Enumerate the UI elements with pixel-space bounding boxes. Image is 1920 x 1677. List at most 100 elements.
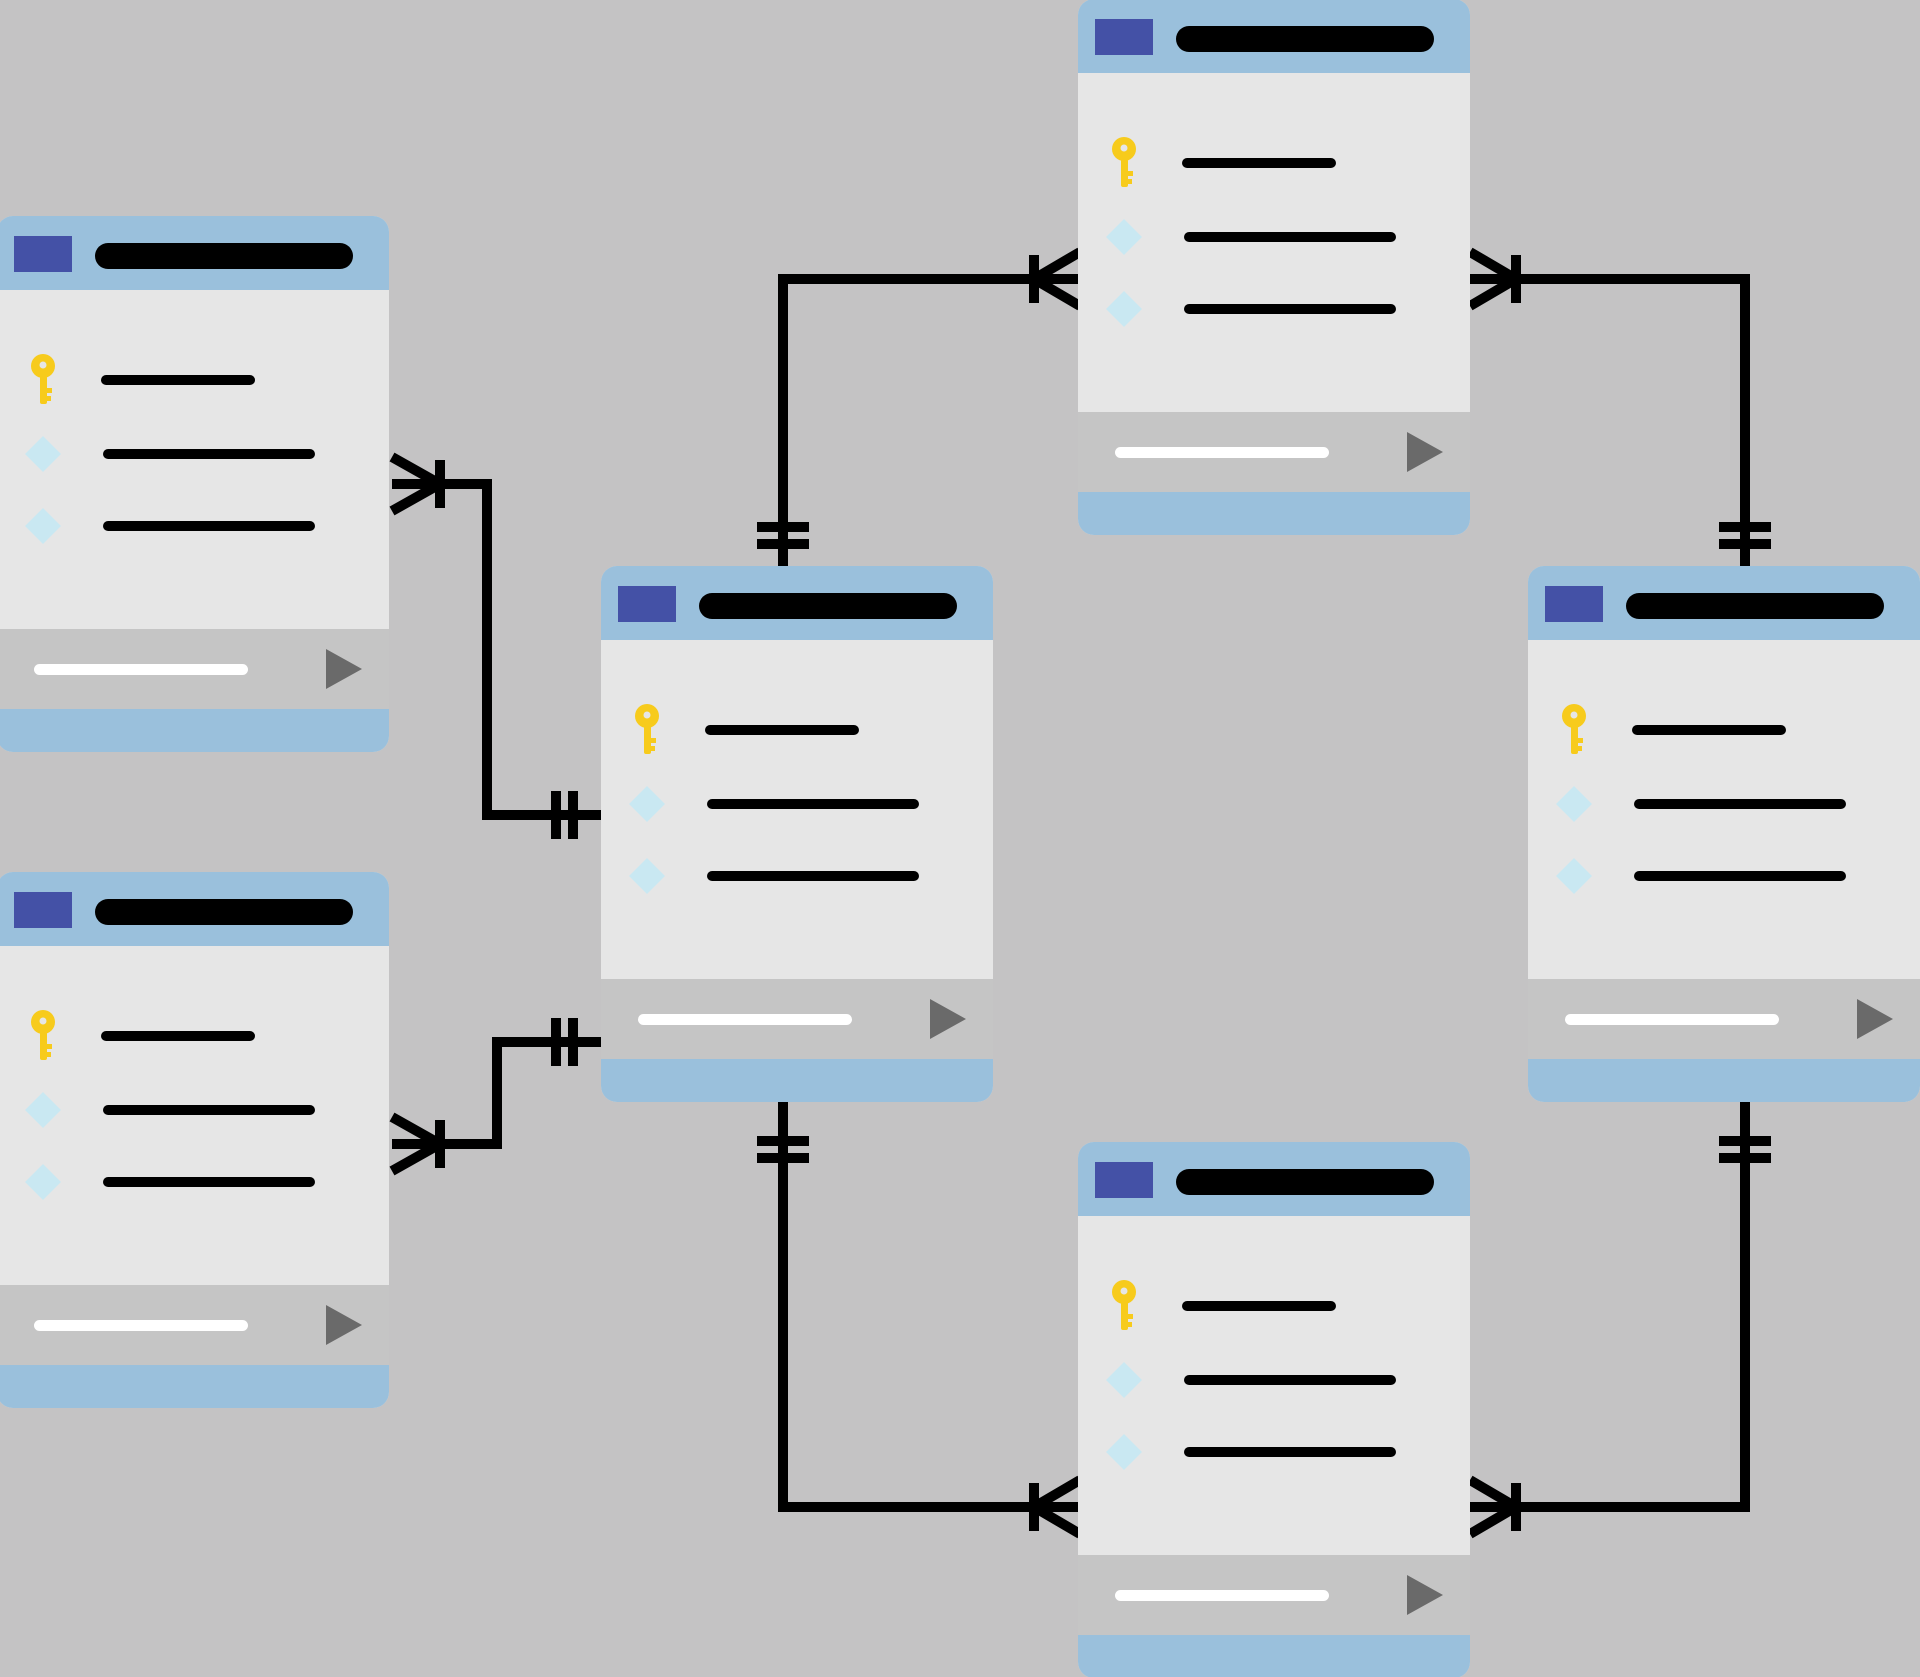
table-left-top[interactable] (0, 216, 389, 752)
table-footer (1528, 979, 1920, 1059)
table-field-row[interactable] (1078, 281, 1470, 337)
table-icon (618, 586, 676, 622)
table-title-placeholder (699, 593, 957, 619)
field-name-placeholder (103, 449, 315, 459)
table-field-row[interactable] (1078, 209, 1470, 265)
table-field-row[interactable] (601, 776, 993, 832)
key-icon (1096, 135, 1152, 191)
diamond-icon (15, 498, 71, 554)
table-field-row[interactable] (1078, 1352, 1470, 1408)
table-header (601, 566, 993, 640)
table-field-row[interactable] (0, 1008, 389, 1064)
field-name-placeholder (101, 375, 255, 385)
table-footer (0, 1285, 389, 1365)
diamond-icon (1096, 281, 1152, 337)
diamond-icon (15, 1154, 71, 1210)
diamond-icon (1096, 1352, 1152, 1408)
table-bottom-bar (1078, 1635, 1470, 1677)
table-title-placeholder (1176, 1169, 1434, 1195)
table-bottom-bar (0, 709, 389, 752)
connector-right-to-top (1467, 247, 1771, 566)
footer-text-placeholder (638, 1014, 852, 1025)
field-name-placeholder (1182, 158, 1336, 168)
connector-center-to-bottom (757, 1102, 1083, 1539)
table-title-placeholder (1626, 593, 1884, 619)
table-field-row[interactable] (1078, 1278, 1470, 1334)
field-name-placeholder (1632, 725, 1786, 735)
table-field-row[interactable] (601, 702, 993, 758)
field-name-placeholder (1182, 1301, 1336, 1311)
table-title-placeholder (95, 243, 353, 269)
table-bottom[interactable] (1078, 1142, 1470, 1677)
table-bottom-bar (601, 1059, 993, 1102)
table-header (1078, 1142, 1470, 1216)
play-arrow-icon[interactable] (1405, 432, 1445, 472)
footer-text-placeholder (1115, 1590, 1329, 1601)
table-icon (14, 892, 72, 928)
table-right[interactable] (1528, 566, 1920, 1102)
key-icon (619, 702, 675, 758)
field-name-placeholder (1184, 304, 1396, 314)
field-name-placeholder (1184, 1375, 1396, 1385)
play-arrow-icon[interactable] (324, 649, 364, 689)
table-field-row[interactable] (0, 426, 389, 482)
connector-right-to-bottom (1467, 1102, 1771, 1539)
field-name-placeholder (103, 1105, 315, 1115)
table-field-row[interactable] (1528, 848, 1920, 904)
table-field-row[interactable] (0, 1082, 389, 1138)
table-title-placeholder (95, 899, 353, 925)
key-icon (1546, 702, 1602, 758)
table-bottom-bar (1528, 1059, 1920, 1102)
play-arrow-icon[interactable] (1855, 999, 1895, 1039)
key-icon (15, 1008, 71, 1064)
table-footer (601, 979, 993, 1059)
table-field-row[interactable] (1078, 1424, 1470, 1480)
field-name-placeholder (1634, 871, 1846, 881)
table-field-row[interactable] (0, 352, 389, 408)
table-header (1528, 566, 1920, 640)
field-name-placeholder (707, 871, 919, 881)
connector-center-to-top (757, 247, 1083, 566)
table-icon (1095, 19, 1153, 55)
table-field-row[interactable] (0, 498, 389, 554)
diamond-icon (619, 776, 675, 832)
diamond-icon (1096, 1424, 1152, 1480)
field-name-placeholder (1184, 1447, 1396, 1457)
table-header (0, 216, 389, 290)
table-bottom-bar (0, 1365, 389, 1408)
table-footer (1078, 412, 1470, 492)
table-field-row[interactable] (1528, 702, 1920, 758)
connector-left-top-to-center (389, 452, 603, 839)
table-field-row[interactable] (601, 848, 993, 904)
table-bottom-bar (1078, 492, 1470, 535)
footer-text-placeholder (34, 664, 248, 675)
key-icon (1096, 1278, 1152, 1334)
table-icon (1545, 586, 1603, 622)
table-field-row[interactable] (1528, 776, 1920, 832)
field-name-placeholder (103, 521, 315, 531)
diamond-icon (15, 1082, 71, 1138)
table-left-bottom[interactable] (0, 872, 389, 1408)
table-field-row[interactable] (0, 1154, 389, 1210)
play-arrow-icon[interactable] (928, 999, 968, 1039)
table-field-row[interactable] (1078, 135, 1470, 191)
field-name-placeholder (705, 725, 859, 735)
table-icon (1095, 1162, 1153, 1198)
diamond-icon (1546, 776, 1602, 832)
play-arrow-icon[interactable] (1405, 1575, 1445, 1615)
footer-text-placeholder (1565, 1014, 1779, 1025)
footer-text-placeholder (34, 1320, 248, 1331)
play-arrow-icon[interactable] (324, 1305, 364, 1345)
diamond-icon (1546, 848, 1602, 904)
field-name-placeholder (707, 799, 919, 809)
field-name-placeholder (1634, 799, 1846, 809)
table-title-placeholder (1176, 26, 1434, 52)
connector-left-bottom-to-center (389, 1018, 603, 1176)
table-header (1078, 0, 1470, 73)
field-name-placeholder (1184, 232, 1396, 242)
field-name-placeholder (103, 1177, 315, 1187)
diamond-icon (15, 426, 71, 482)
table-top[interactable] (1078, 0, 1470, 535)
table-center[interactable] (601, 566, 993, 1102)
